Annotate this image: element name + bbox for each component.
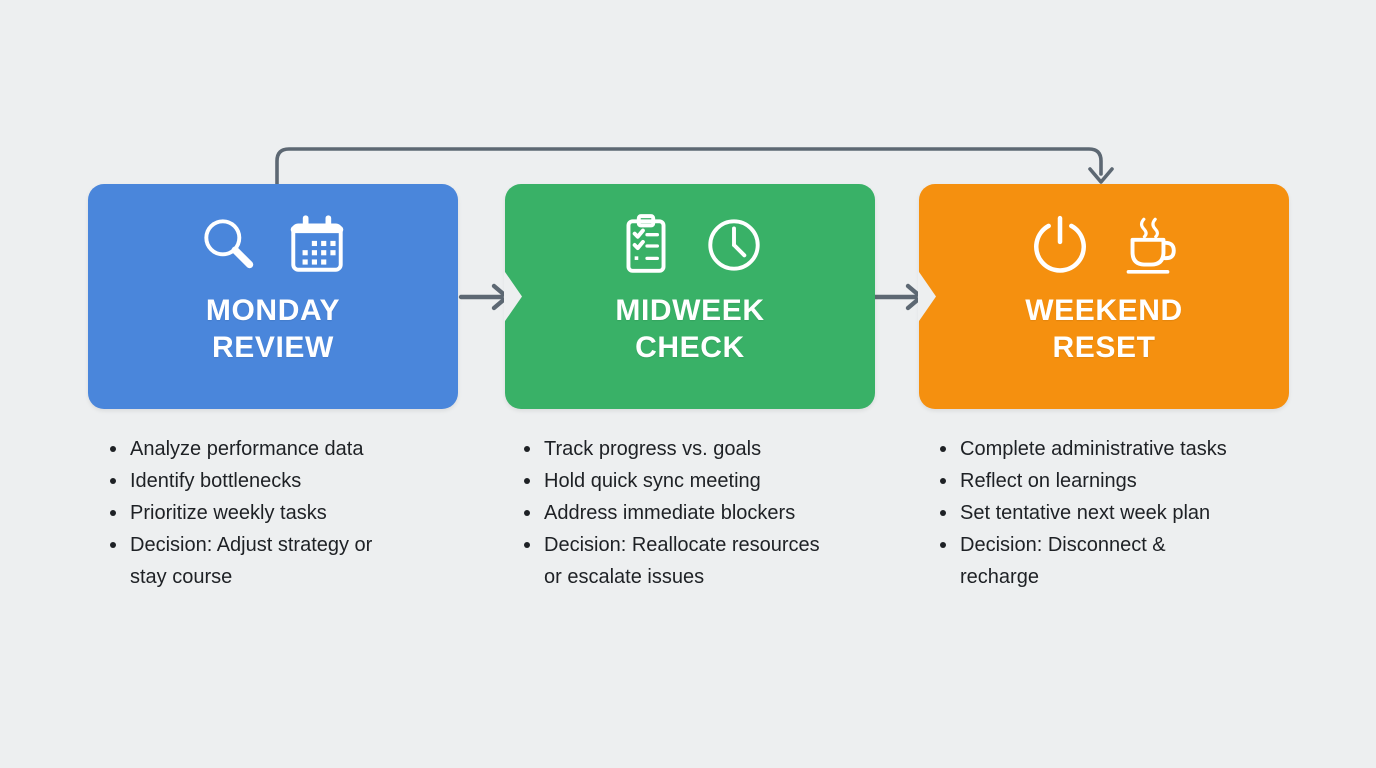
bullet-list-midweek-check: Track progress vs. goals Hold quick sync… bbox=[522, 433, 862, 593]
stage-title-monday-review: MONDAY REVIEW bbox=[205, 294, 341, 364]
clipboard-icon bbox=[626, 214, 666, 273]
search-icon bbox=[204, 219, 254, 269]
bullet-item: Analyze performance data bbox=[108, 433, 428, 465]
bullet-list-monday-review: Analyze performance data Identify bottle… bbox=[108, 433, 428, 593]
bullet-item: Track progress vs. goals bbox=[522, 433, 862, 465]
stage-icons-weekend bbox=[1027, 210, 1181, 280]
bullet-item: Hold quick sync meeting bbox=[522, 465, 862, 497]
bullet-item: Prioritize weekly tasks bbox=[108, 497, 428, 529]
clock-icon bbox=[708, 219, 760, 271]
coffee-icon bbox=[1126, 217, 1176, 274]
bullet-item: Address immediate blockers bbox=[522, 497, 862, 529]
stage-icons-midweek bbox=[613, 210, 767, 280]
bullet-list-weekend-reset: Complete administrative tasks Reflect on… bbox=[938, 433, 1278, 593]
bullet-item: Decision: Disconnect & recharge bbox=[938, 529, 1278, 593]
stage-icons-monday bbox=[196, 210, 350, 280]
loop-connector-line bbox=[275, 147, 1103, 188]
stage-box-weekend-reset: WEEKEND RESET bbox=[919, 184, 1289, 409]
stage-title-midweek-check: MIDWEEK CHECK bbox=[615, 294, 765, 364]
bullet-item: Set tentative next week plan bbox=[938, 497, 1278, 529]
power-icon bbox=[1034, 215, 1086, 273]
calendar-icon bbox=[290, 215, 344, 272]
bullet-item: Decision: Reallocate resources or escala… bbox=[522, 529, 862, 593]
bullet-item: Complete administrative tasks bbox=[938, 433, 1278, 465]
loop-arrowhead-icon bbox=[1088, 167, 1114, 184]
bullet-item: Decision: Adjust strategy or stay course bbox=[108, 529, 428, 593]
stage-box-monday-review: MONDAY REVIEW bbox=[88, 184, 458, 409]
stage-box-midweek-check: MIDWEEK CHECK bbox=[505, 184, 875, 409]
bullet-item: Identify bottlenecks bbox=[108, 465, 428, 497]
bullet-item: Reflect on learnings bbox=[938, 465, 1278, 497]
stage-title-weekend-reset: WEEKEND RESET bbox=[1025, 294, 1183, 364]
